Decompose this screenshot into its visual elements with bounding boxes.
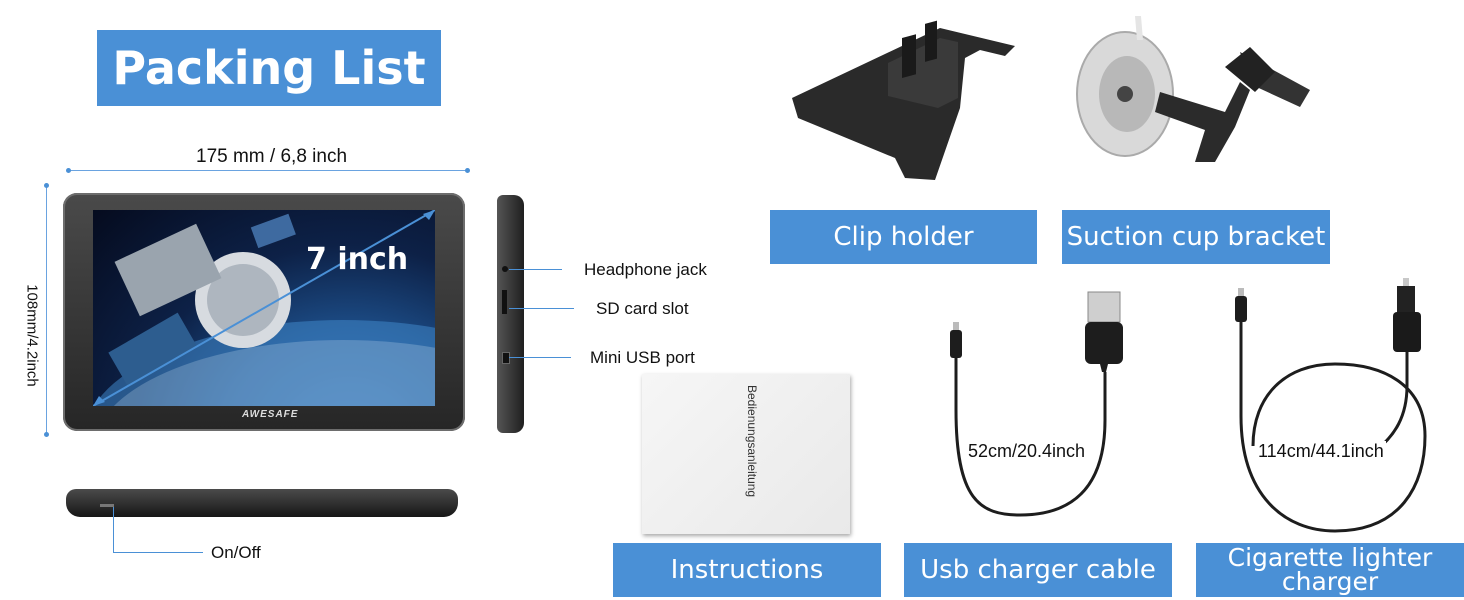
usb-charger-cable-label: Usb charger cable [904, 543, 1172, 597]
booklet-title: Bedienungsanleitung [745, 385, 759, 498]
instruction-booklet [642, 374, 850, 534]
headphone-jack-port [502, 266, 508, 272]
usb-cable-length: 52cm/20.4inch [966, 441, 1088, 462]
headphone-jack-label: Headphone jack [584, 260, 707, 279]
page-title: Packing List [97, 30, 441, 106]
cigarette-lighter-charger-label: Cigarette lighter charger [1196, 543, 1464, 597]
width-dimension-label: 175 mm / 6,8 inch [196, 146, 348, 167]
usb-callout-line [509, 357, 571, 358]
height-dimension-label: 108mm/4.2inch [23, 284, 41, 387]
sd-card-slot-label: SD card slot [596, 299, 689, 318]
instructions-label: Instructions [613, 543, 881, 597]
suction-cup-bracket-label: Suction cup bracket [1062, 210, 1330, 264]
power-callout-vertical [113, 507, 114, 553]
headphone-callout-line [509, 269, 562, 270]
power-callout-horizontal [113, 552, 203, 553]
brand-logo: AWESAFE [242, 409, 299, 420]
car-charger-image [1235, 278, 1427, 533]
height-dimension-end-bottom [44, 432, 49, 437]
width-dimension-line [68, 170, 468, 171]
usb-cable-image [950, 291, 1123, 517]
car-charger-length: 114cm/44.1inch [1256, 441, 1386, 462]
gps-screen [93, 210, 435, 406]
sd-card-slot-port [502, 290, 507, 314]
power-button [100, 504, 114, 507]
mini-usb-port-label: Mini USB port [590, 348, 695, 367]
height-dimension-end-top [44, 183, 49, 188]
gps-device-bottom [66, 489, 458, 517]
width-dimension-end-left [66, 168, 71, 173]
on-off-label: On/Off [211, 543, 261, 562]
suction-cup-bracket-image [1076, 16, 1310, 162]
height-dimension-line [46, 185, 47, 435]
clip-holder-label: Clip holder [770, 210, 1037, 264]
satellite-wallpaper-image [93, 210, 435, 406]
gps-device-side [497, 195, 524, 433]
screen-size-label: 7 inch [306, 242, 409, 277]
mini-usb-port [502, 352, 510, 364]
sd-callout-line [509, 308, 574, 309]
clip-holder-image [792, 20, 1015, 180]
width-dimension-end-right [465, 168, 470, 173]
